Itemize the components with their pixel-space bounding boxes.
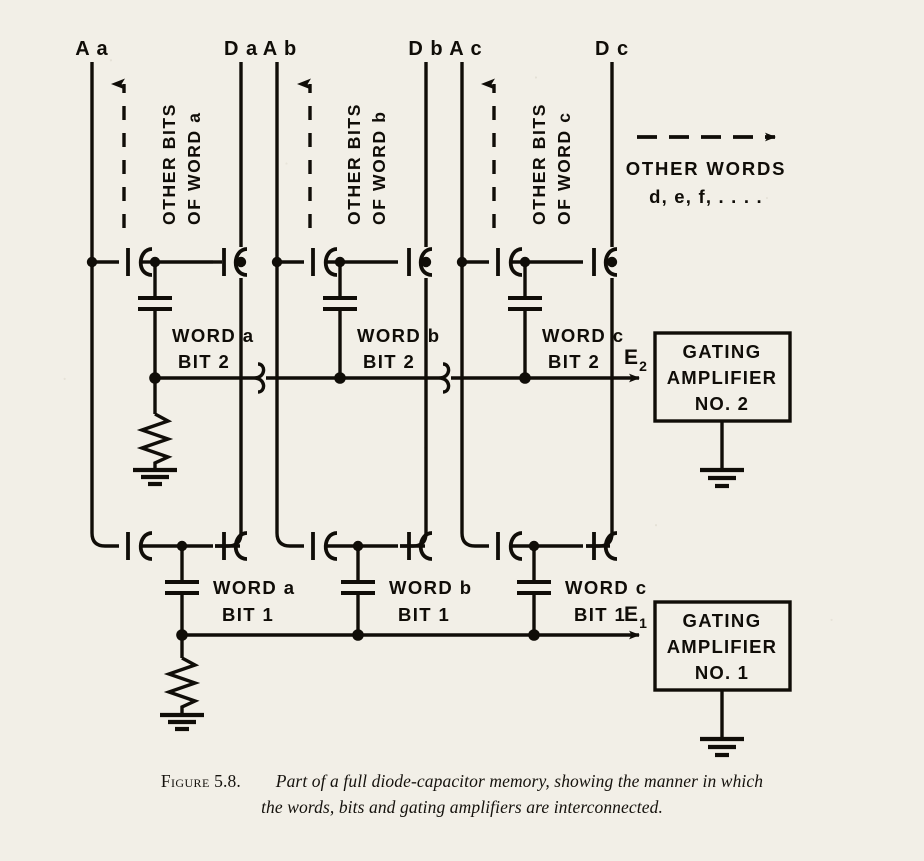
rail-Ac [460,62,488,548]
figure-caption-line1: Figure 5.8. Part of a full diode-capacit… [0,768,924,794]
cell-label-word-a-bit1-line2: BIT 1 [222,604,274,625]
other-words-label-line2: d, e, f, . . . . [649,186,763,207]
figure-caption-text1: Part of a full diode-capacitor memory, s… [275,771,764,791]
ground-bit2 [133,467,177,487]
svg-text:GATING: GATING [683,341,762,362]
bit1-row-word-b [303,531,433,561]
bit2-row-word-c [462,247,618,277]
bit1-row-word-a [118,531,248,561]
svg-text:OF WORD c: OF WORD c [554,111,574,225]
bit2-row-word-a [92,247,248,277]
terminal-label-Aa: A a [75,38,108,60]
rail-Aa [90,62,118,548]
terminal-label-Ac: A c [449,38,482,60]
svg-text:OF WORD b: OF WORD b [369,110,389,225]
figure-number: 5.8. [214,771,241,791]
cell-label-word-a-bit1-line1: WORD a [213,577,295,598]
figure-label: Figure [160,771,210,791]
cell-label-word-c-bit2-line2: BIT 2 [548,351,600,372]
bus-label-E2: E 2 [624,346,647,374]
svg-text:NO. 2: NO. 2 [695,393,749,414]
svg-text:OTHER BITS: OTHER BITS [159,103,179,225]
terminal-label-Db: D b [408,38,443,60]
bit2-capacitor-word-c [508,262,542,378]
cell-label-word-c-bit1-line1: WORD c [565,577,647,598]
svg-text:E: E [624,346,638,369]
bit1-capacitor-word-c [517,546,551,635]
gating-amplifier-1-box[interactable] [653,600,792,758]
bit1-capacitor-word-b [341,546,375,635]
bit2-capacitor-word-a [138,262,172,378]
bit1-capacitor-word-a [165,546,199,635]
other-bits-label-word-a: OTHER BITS OF WORD a [159,103,204,225]
terminal-label-Ab: A b [263,38,297,60]
cell-label-word-b-bit2-line2: BIT 2 [363,351,415,372]
bus-E2 [155,362,640,394]
bias-resistor-bit1 [163,635,201,715]
junction-dots [86,256,618,641]
cell-label-word-a-bit2-line1: WORD a [172,325,254,346]
svg-text:2: 2 [639,358,647,374]
other-bits-label-word-b: OTHER BITS OF WORD b [344,103,389,225]
other-words-label-line1: OTHER WORDS [626,158,787,179]
rail-Da [215,62,243,548]
figure-caption-line2: the words, bits and gating amplifiers ar… [261,797,663,817]
cell-label-word-c-bit1-line2: BIT 1 [574,604,626,625]
rail-Ab [275,62,303,548]
bus-label-E1: E 1 [624,603,647,631]
bit2-row-word-b [277,247,433,277]
cell-label-word-b-bit2-line1: WORD b [357,325,440,346]
svg-text:AMPLIFIER: AMPLIFIER [667,367,778,388]
svg-text:NO. 1: NO. 1 [695,662,749,683]
gating-amplifier-1-label: GATING AMPLIFIER NO. 1 [667,610,778,683]
terminal-label-Da: D a [224,38,258,60]
bias-resistor-bit2 [136,378,174,470]
bit2-capacitor-word-b [323,262,357,378]
ground-bit1 [160,712,204,732]
svg-text:OTHER BITS: OTHER BITS [529,103,549,225]
svg-text:1: 1 [639,615,647,631]
svg-text:OTHER BITS: OTHER BITS [344,103,364,225]
cell-label-word-c-bit2-line1: WORD c [542,325,624,346]
cell-label-word-b-bit1-line1: WORD b [389,577,472,598]
rail-Dc [586,62,614,548]
svg-text:E: E [624,603,638,626]
rail-Db [400,62,428,548]
bit1-row-word-c [488,531,618,561]
gating-amplifier-2-box[interactable] [653,331,792,489]
cell-label-word-a-bit2-line2: BIT 2 [178,351,230,372]
svg-text:AMPLIFIER: AMPLIFIER [667,636,778,657]
other-bits-label-word-c: OTHER BITS OF WORD c [529,103,574,225]
svg-text:GATING: GATING [683,610,762,631]
cell-label-word-b-bit1-line2: BIT 1 [398,604,450,625]
gating-amplifier-2-label: GATING AMPLIFIER NO. 2 [667,341,778,414]
terminal-label-Dc: D c [595,38,629,60]
figure-caption: Figure 5.8. Part of a full diode-capacit… [0,768,924,820]
svg-text:OF WORD a: OF WORD a [184,111,204,225]
